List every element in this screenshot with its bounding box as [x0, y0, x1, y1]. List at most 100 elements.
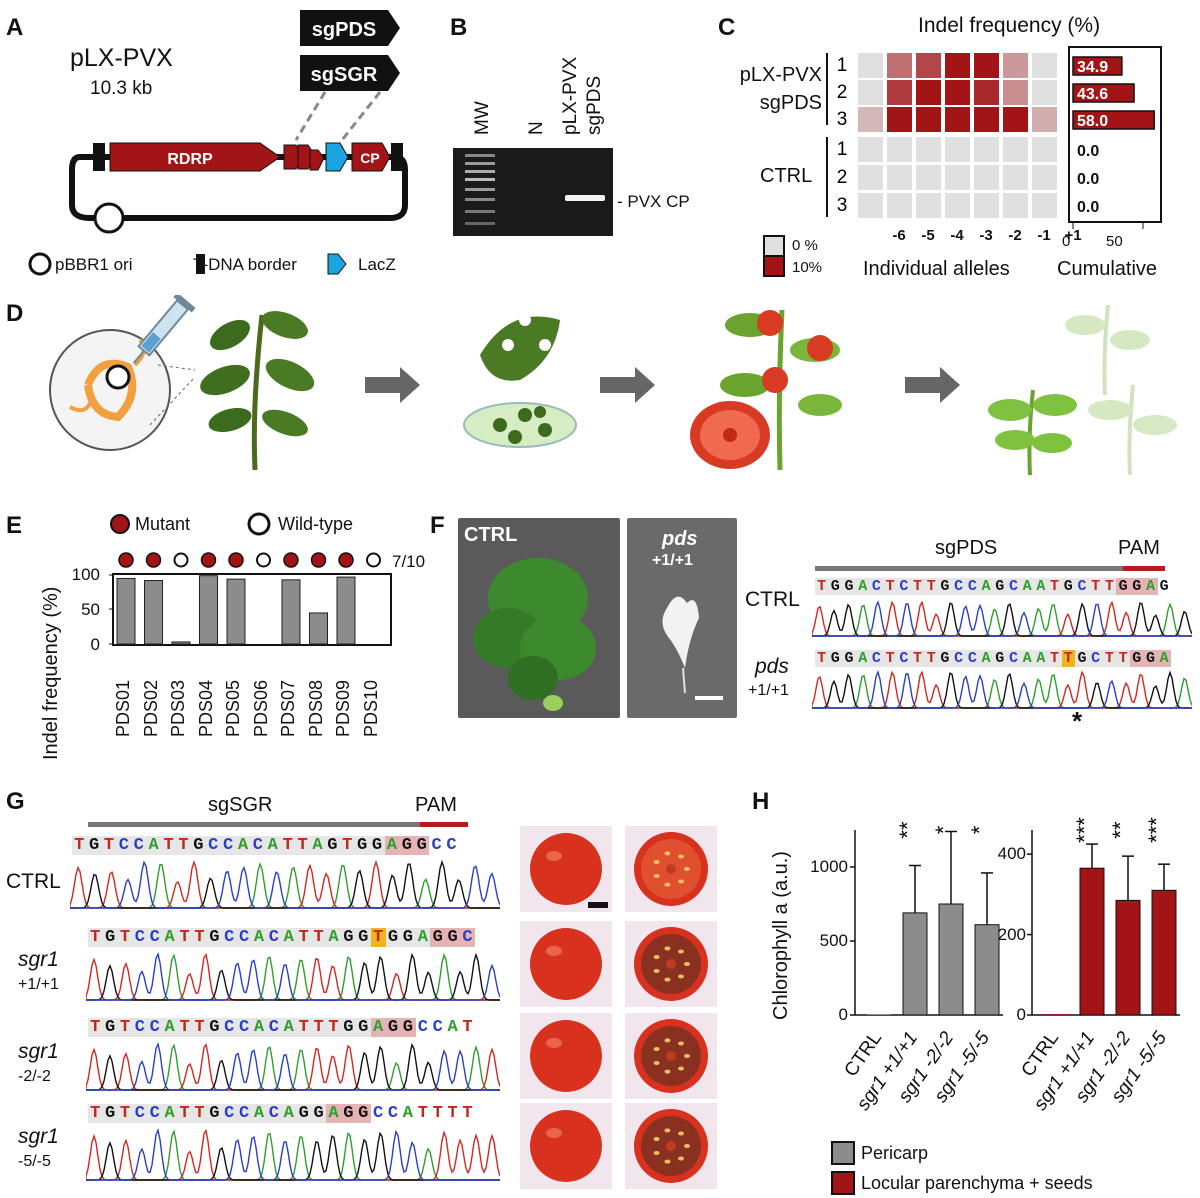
legend-wildtype-label: Wild-type [278, 514, 354, 534]
f-pds-row-label: pds [755, 655, 789, 678]
trace-t [86, 1128, 500, 1181]
g-row1-chromatogram [70, 859, 500, 909]
sample-label: PDS02 [140, 679, 161, 737]
cumulative-bar [1072, 83, 1135, 103]
trace-t [70, 859, 500, 909]
heatmap-cell [1003, 193, 1028, 218]
photo-ctrl-label: CTRL [464, 524, 518, 546]
sgsgr-arrow [300, 55, 400, 91]
legend-pericarp: Pericarp [861, 1143, 929, 1163]
heat-xlabel: Individual alleles [863, 258, 1010, 280]
mutant-dot [338, 552, 354, 568]
whole-fruit-photo [520, 921, 612, 1007]
sample-label: PDS05 [223, 679, 243, 737]
g-row3-name: sgr1 [18, 1040, 59, 1063]
plasmid-diagram: sgPDS sgSGR RDRP CP [69, 10, 408, 234]
panel-label-d: D [6, 300, 24, 327]
cp-gene [351, 142, 391, 172]
heatmap-cell [916, 107, 941, 132]
wildtype-dot [366, 552, 381, 568]
f-mutation-asterisk: * [1072, 706, 1083, 736]
significance-stars: *** [1072, 817, 1097, 843]
sample-label: PDS06 [250, 679, 271, 737]
allele-tick-label: -1 [1037, 227, 1051, 244]
panel-label-a: A [6, 14, 24, 41]
sgsgr-label: sgSGR [311, 64, 378, 86]
heatmap-cell [974, 53, 999, 78]
heatmap-cell [858, 53, 883, 78]
e-ytick-0: 0 [90, 635, 100, 654]
pericarp-legend-icon [831, 1141, 855, 1165]
heatmap-cell [1003, 137, 1028, 162]
sample-label: PDS08 [305, 679, 326, 737]
wildtype-dot [256, 552, 271, 568]
tdna-border-left [93, 143, 105, 171]
group1-label-2: sgPDS [759, 92, 822, 114]
scale-bar [695, 696, 723, 700]
h-legend-icons [831, 1141, 855, 1195]
wildtype-dot [173, 552, 189, 568]
trace-c [812, 600, 1192, 637]
panel-label-g: G [6, 788, 25, 815]
heatmap-cell [887, 80, 912, 105]
trace-c [70, 860, 500, 909]
legend-ori-label: pBBR1 ori [55, 255, 133, 274]
mutant-dot [283, 552, 299, 568]
cumulative-value: 0.0 [1077, 171, 1099, 188]
tdna-border-right [391, 143, 403, 171]
h-left-ytick: 500 [819, 931, 848, 950]
faded-plants-icon [1065, 304, 1177, 476]
chlorophyll-bar [867, 1014, 891, 1015]
h-left-ytick: 1000 [810, 857, 848, 876]
lane-3-label-1: pLX-PVX [560, 56, 581, 135]
indel-bar [171, 641, 191, 645]
lane-n-label: N [526, 121, 547, 135]
chlorophyll-bar [1151, 889, 1177, 1016]
cut-fruit-photo [625, 1103, 717, 1189]
rep-label: 1 [837, 55, 848, 76]
pvx-cp-band [565, 195, 605, 201]
panel-e-plot [109, 552, 392, 646]
g-row1-name: CTRL [6, 870, 61, 893]
heatmap-cell [974, 80, 999, 105]
heatmap-cell [1003, 165, 1028, 190]
heatmap-cell [974, 137, 999, 162]
significance-stars: ** [895, 821, 920, 839]
cumulative-value: 0.0 [1077, 199, 1099, 216]
plasmid-size: 10.3 kb [90, 78, 153, 99]
mutant-dot [118, 552, 134, 568]
syringe-icon [132, 295, 196, 364]
f-ctrl-chromatogram [812, 600, 1192, 637]
f-pam-bar [1123, 566, 1165, 571]
legend-lacz-label: LacZ [358, 255, 396, 274]
g-pam-bar [420, 822, 468, 827]
tomato-plant-icon-1 [200, 311, 315, 471]
heatmap-cell [1032, 137, 1057, 162]
heatmap-cell [858, 107, 883, 132]
cut-fruit-photo [625, 921, 717, 1007]
cum-tick-50: 50 [1106, 233, 1123, 250]
leaf-disc-icon [480, 314, 561, 381]
g-row2-chromatogram [86, 952, 500, 1001]
h-right-ytick: 400 [997, 844, 1026, 864]
photo-pds-genotype: +1/+1 [652, 552, 693, 569]
chlorophyll-bar [1079, 867, 1105, 1016]
sample-label: PDS03 [168, 679, 188, 737]
arrow-3-icon [905, 367, 960, 403]
indel-bar [116, 577, 136, 645]
heatmap-cell [1032, 165, 1057, 190]
lacz-legend-icon [327, 253, 347, 275]
indel-bar [226, 578, 246, 645]
trace-g [70, 859, 500, 909]
sample-label: PDS07 [278, 679, 298, 737]
ori-legend-icon [28, 252, 52, 276]
g-row2-name: sgr1 [18, 948, 59, 971]
small-plant-icon [988, 389, 1077, 476]
cut-fruit-photo [625, 1013, 717, 1099]
heatmap-cell [858, 80, 883, 105]
whole-fruit-photo [520, 1013, 612, 1099]
trace-c [86, 1042, 500, 1091]
